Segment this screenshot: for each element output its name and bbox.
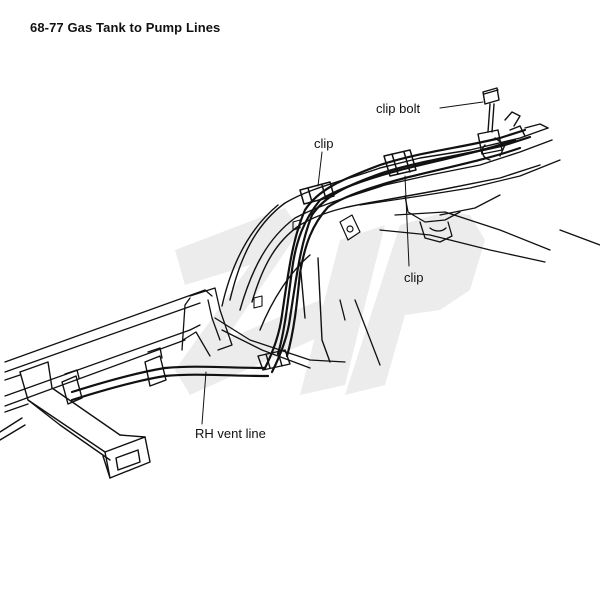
clip-right-rail	[383, 149, 417, 177]
clip-bolt-assembly	[477, 87, 503, 155]
clip-vent-1	[144, 347, 167, 387]
frame-box-end	[0, 361, 151, 479]
frame-rail-left	[4, 289, 213, 407]
line-end-fittings	[481, 111, 549, 161]
figure-title: 68-77 Gas Tank to Pump Lines	[30, 20, 221, 35]
clip-arch	[299, 181, 335, 205]
callout-clip-bolt: clip bolt	[376, 101, 421, 116]
leader-lines	[201, 101, 484, 425]
frame-tabs	[253, 219, 301, 309]
clip-vent-2	[61, 369, 83, 405]
callout-clip-right: clip	[404, 270, 424, 285]
frame-rail-right	[339, 159, 600, 366]
frame-bracket	[339, 214, 361, 241]
clip-lower	[257, 349, 291, 371]
callout-clip-top: clip	[314, 136, 334, 151]
callout-rh-vent-line: RH vent line	[195, 426, 266, 441]
